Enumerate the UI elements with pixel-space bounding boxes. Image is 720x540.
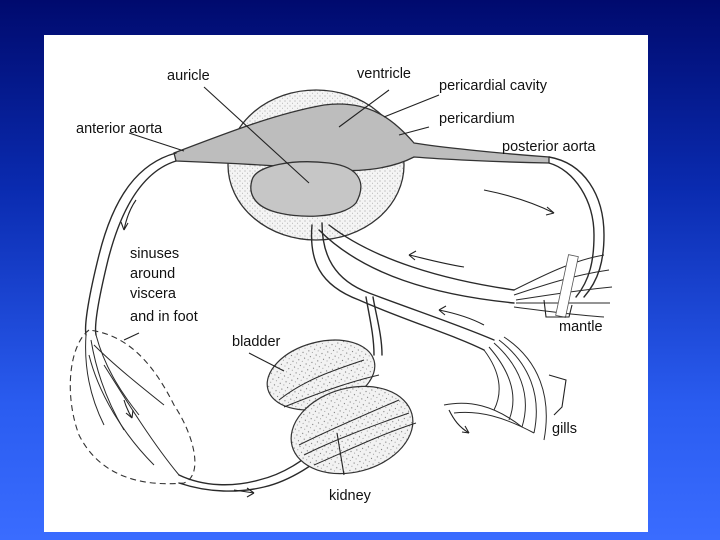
label-sinuses-line1: sinuses — [130, 246, 179, 262]
auricle-shape — [251, 162, 361, 216]
label-anterior-aorta: anterior aorta — [76, 121, 163, 137]
label-pericardial-cavity: pericardial cavity — [439, 78, 548, 94]
label-sinuses-line3: viscera — [130, 286, 177, 302]
label-gills: gills — [552, 421, 577, 437]
label-pericardium: pericardium — [439, 111, 515, 127]
mantle-band — [556, 255, 579, 318]
label-auricle: auricle — [167, 68, 210, 84]
label-mantle: mantle — [559, 319, 603, 335]
sinus-vessels — [86, 335, 179, 475]
circulatory-diagram: auricle ventricle pericardial cavity per… — [44, 35, 648, 532]
label-kidney: kidney — [329, 488, 372, 504]
label-ventricle: ventricle — [357, 66, 411, 82]
label-sinuses-line2: around — [130, 266, 175, 282]
label-posterior-aorta: posterior aorta — [502, 139, 596, 155]
label-bladder: bladder — [232, 334, 281, 350]
label-sinuses-line4: and in foot — [130, 309, 198, 325]
diagram-panel: auricle ventricle pericardial cavity per… — [44, 35, 648, 532]
